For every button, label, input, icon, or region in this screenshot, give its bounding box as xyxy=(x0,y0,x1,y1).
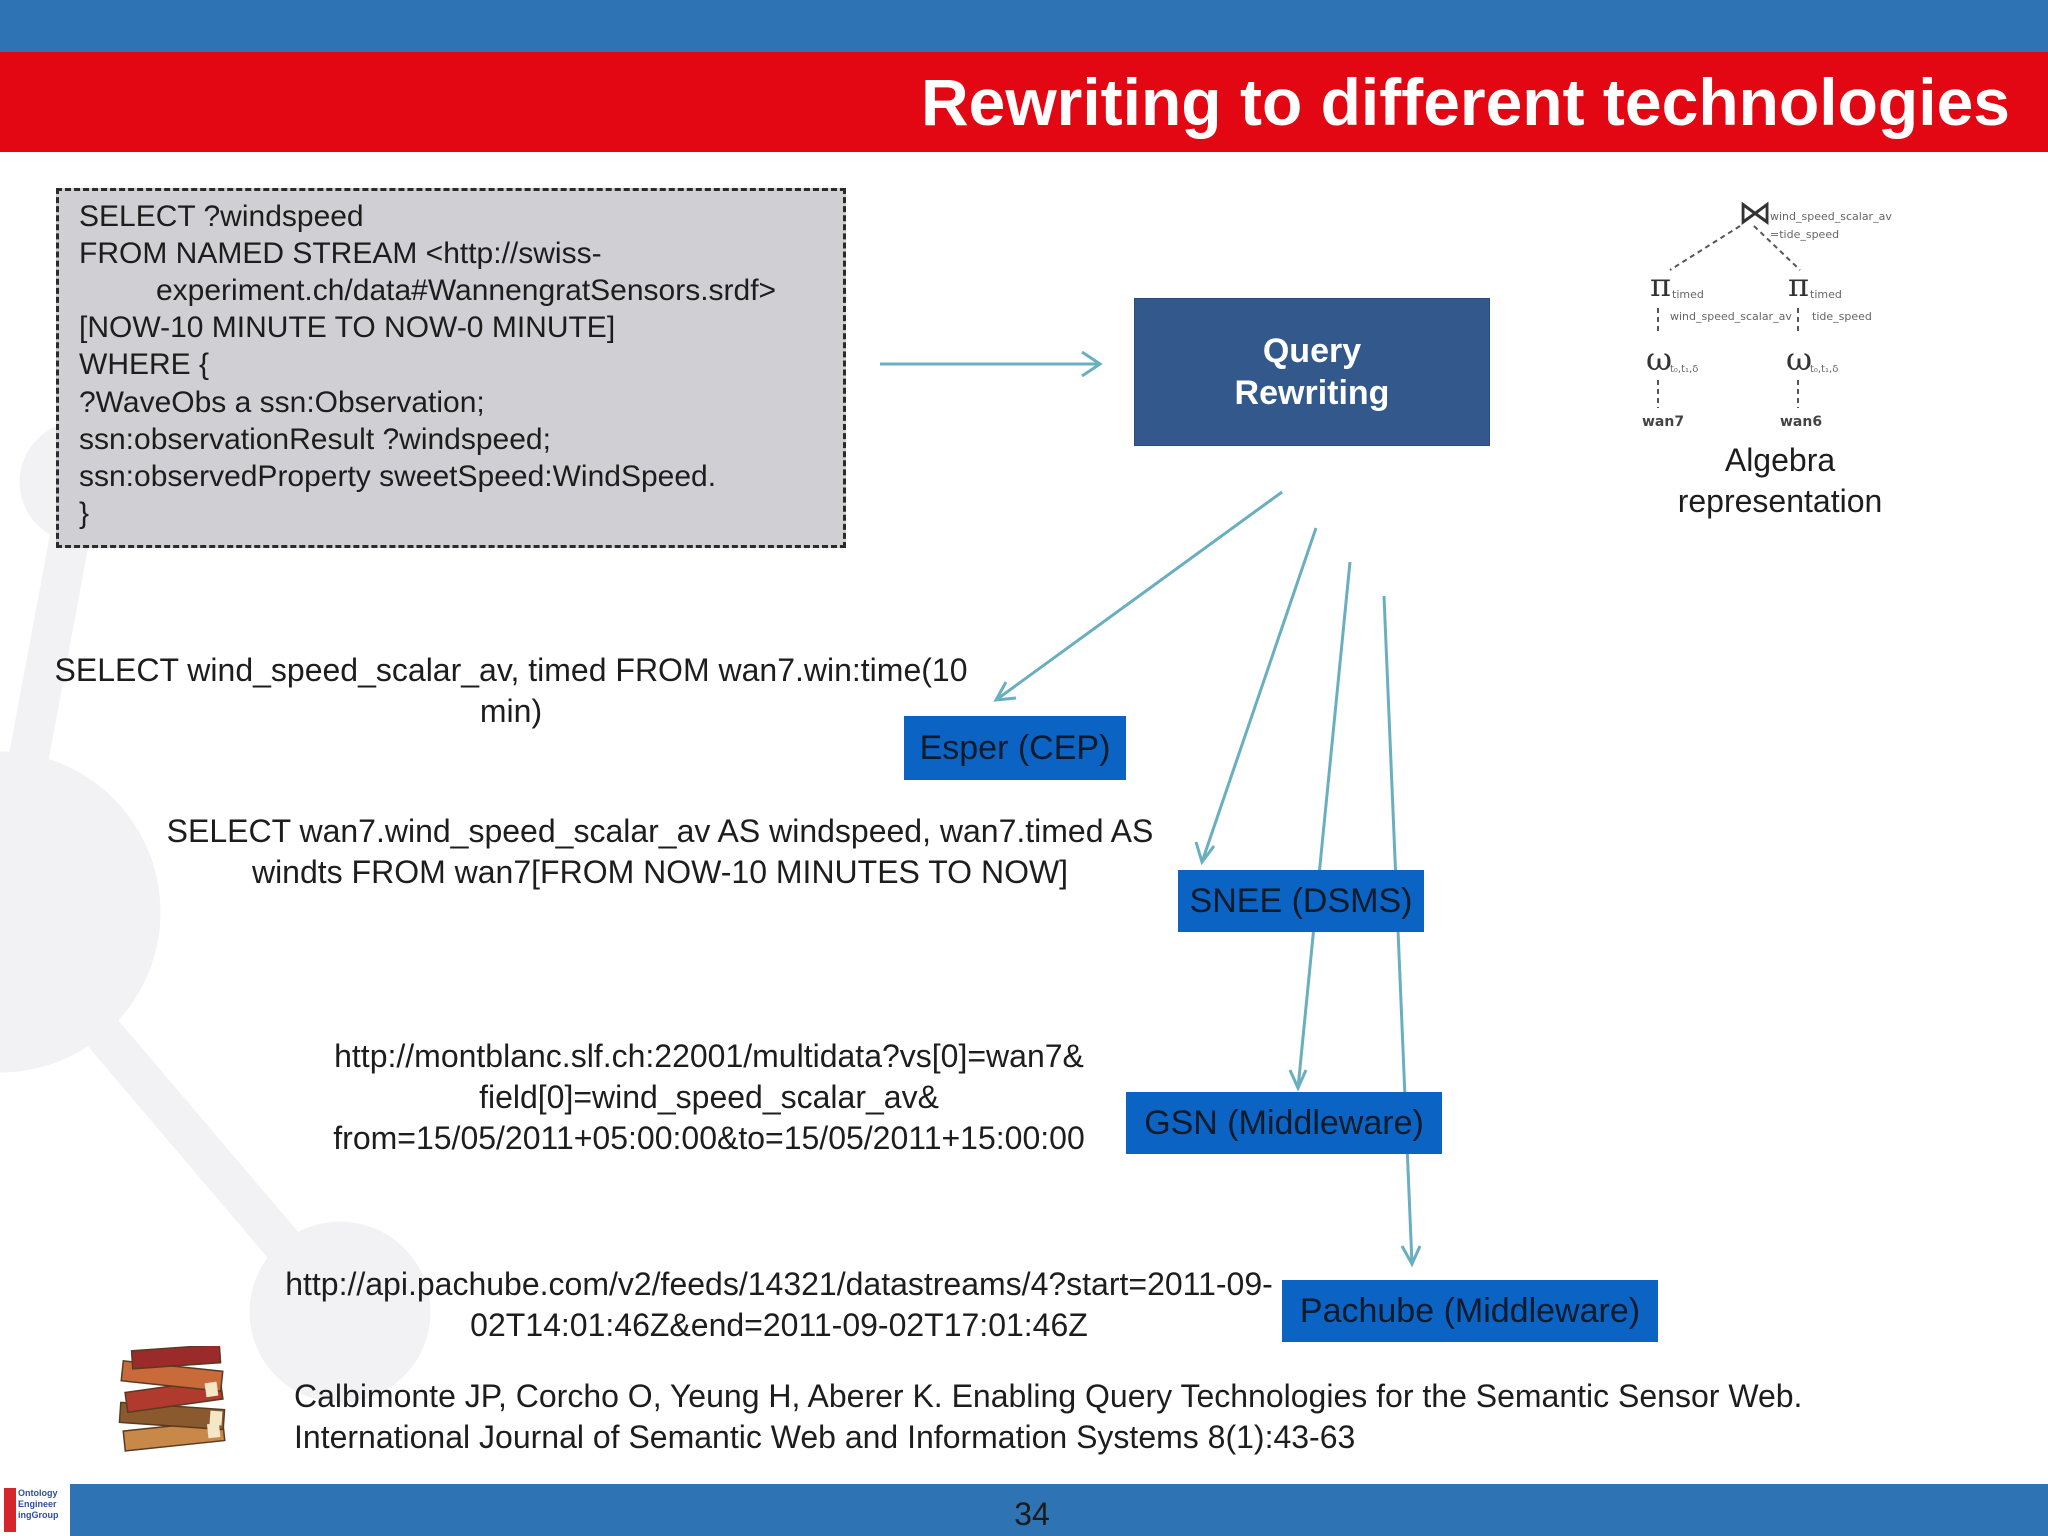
snee-box: SNEE (DSMS) xyxy=(1178,870,1424,932)
snee-query-line: windts FROM wan7[FROM NOW-10 MINUTES TO … xyxy=(130,852,1190,893)
pachube-query-text: http://api.pachube.com/v2/feeds/14321/da… xyxy=(266,1264,1292,1346)
esper-label: Esper (CEP) xyxy=(920,729,1111,767)
esper-box: Esper (CEP) xyxy=(904,716,1126,780)
citation: Calbimonte JP, Corcho O, Yeung H, Aberer… xyxy=(294,1376,1802,1458)
gsn-query-line: http://montblanc.slf.ch:22001/multidata?… xyxy=(296,1036,1122,1077)
esper-query-text: SELECT wind_speed_scalar_av, timed FROM … xyxy=(26,650,996,732)
arrow-to-snee xyxy=(1202,528,1316,862)
page-number: 34 xyxy=(0,1496,2048,1533)
arrow-to-gsn xyxy=(1298,562,1350,1088)
citation-line-2: International Journal of Semantic Web an… xyxy=(294,1417,1802,1458)
gsn-query-line: from=15/05/2011+05:00:00&to=15/05/2011+1… xyxy=(296,1118,1122,1159)
esper-query-line: SELECT wind_speed_scalar_av, timed FROM … xyxy=(26,650,996,691)
esper-query-line: min) xyxy=(26,691,996,732)
arrow-to-esper xyxy=(996,492,1282,700)
pachube-query-line: http://api.pachube.com/v2/feeds/14321/da… xyxy=(266,1264,1292,1305)
gsn-query-line: field[0]=wind_speed_scalar_av& xyxy=(296,1077,1122,1118)
citation-line-1: Calbimonte JP, Corcho O, Yeung H, Aberer… xyxy=(294,1376,1802,1417)
snee-query-text: SELECT wan7.wind_speed_scalar_av AS wind… xyxy=(130,811,1190,893)
gsn-label: GSN (Middleware) xyxy=(1144,1104,1424,1142)
pachube-box: Pachube (Middleware) xyxy=(1282,1280,1658,1342)
pachube-query-line: 02T14:01:46Z&end=2011-09-02T17:01:46Z xyxy=(266,1305,1292,1346)
books-icon xyxy=(112,1346,242,1456)
snee-query-line: SELECT wan7.wind_speed_scalar_av AS wind… xyxy=(130,811,1190,852)
snee-label: SNEE (DSMS) xyxy=(1190,882,1413,920)
pachube-label: Pachube (Middleware) xyxy=(1300,1292,1640,1330)
gsn-query-text: http://montblanc.slf.ch:22001/multidata?… xyxy=(296,1036,1122,1159)
gsn-box: GSN (Middleware) xyxy=(1126,1092,1442,1154)
